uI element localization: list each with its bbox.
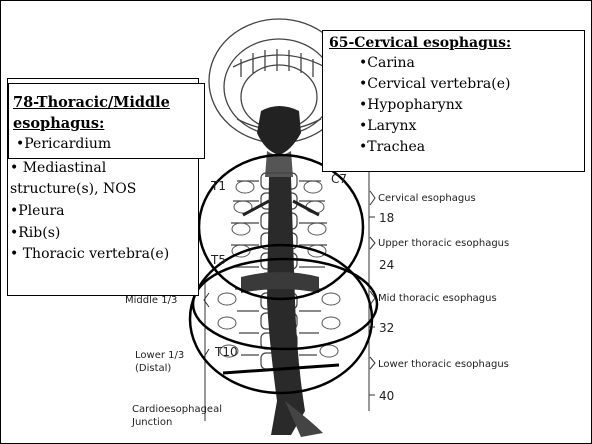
vertebra-label-t10: T10 [214, 345, 238, 359]
distance-18: 18 [379, 211, 394, 225]
list-item: Cervical vertebra(e) [359, 74, 578, 95]
region-label-lower-thoracic: Lower thoracic esophagus [378, 359, 509, 370]
list-item: Pericardium [16, 134, 198, 154]
list-item: Larynx [359, 116, 578, 137]
list-item: Trachea [359, 137, 578, 158]
larynx-shape [257, 106, 301, 177]
distance-40: 40 [379, 389, 394, 403]
vertebra-label-c7: C7 [331, 172, 347, 186]
list-item: Hypopharynx [359, 95, 578, 116]
region-label-mid-thoracic: Mid thoracic esophagus [378, 293, 497, 304]
left-label-distal: (Distal) [135, 363, 171, 374]
left-label-lower-third: Lower 1/3 [135, 350, 184, 361]
list-item-text: Mediastinal structure(s), NOS [10, 160, 136, 197]
left-label-middle-third: Middle 1/3 [125, 295, 177, 306]
thoracic-esophagus-box: 78-Thoracic/Middle esophagus: Pericardiu… [8, 83, 205, 159]
region-label-upper-thoracic: Upper thoracic esophagus [378, 238, 509, 249]
list-item-text: Thoracic vertebra(e) [23, 246, 169, 262]
vertebra-label-t1: T1 [210, 179, 226, 193]
left-label-junction: Junction [131, 417, 172, 428]
distance-24: 24 [379, 258, 394, 272]
cervical-esophagus-box: 65-Cervical esophagus: Carina Cervical v… [322, 30, 585, 172]
esophagus-tube [241, 177, 323, 437]
vertebra-label-t5: T5 [210, 253, 226, 267]
cervical-box-title: 65-Cervical esophagus: [329, 34, 578, 53]
region-label-cervical: Cervical esophagus [378, 193, 476, 204]
list-item: Thoracic vertebra(e) [10, 244, 194, 265]
list-item: Carina [359, 53, 578, 74]
list-item: Rib(s) [10, 222, 194, 244]
thoracic-structure-list: Pericardium [13, 134, 198, 154]
thoracic-structure-list-continued: Mediastinal structure(s), NOS Pleura Rib… [10, 158, 194, 265]
list-item: Pleura [10, 200, 194, 222]
left-label-cardioesophageal: Cardioesophageal [132, 404, 222, 415]
distance-32: 32 [379, 321, 394, 335]
list-item: Mediastinal structure(s), NOS [10, 158, 194, 200]
thoracic-box-title: 78-Thoracic/Middle esophagus: [13, 92, 198, 134]
cervical-structure-list: Carina Cervical vertebra(e) Hypopharynx … [329, 53, 578, 158]
